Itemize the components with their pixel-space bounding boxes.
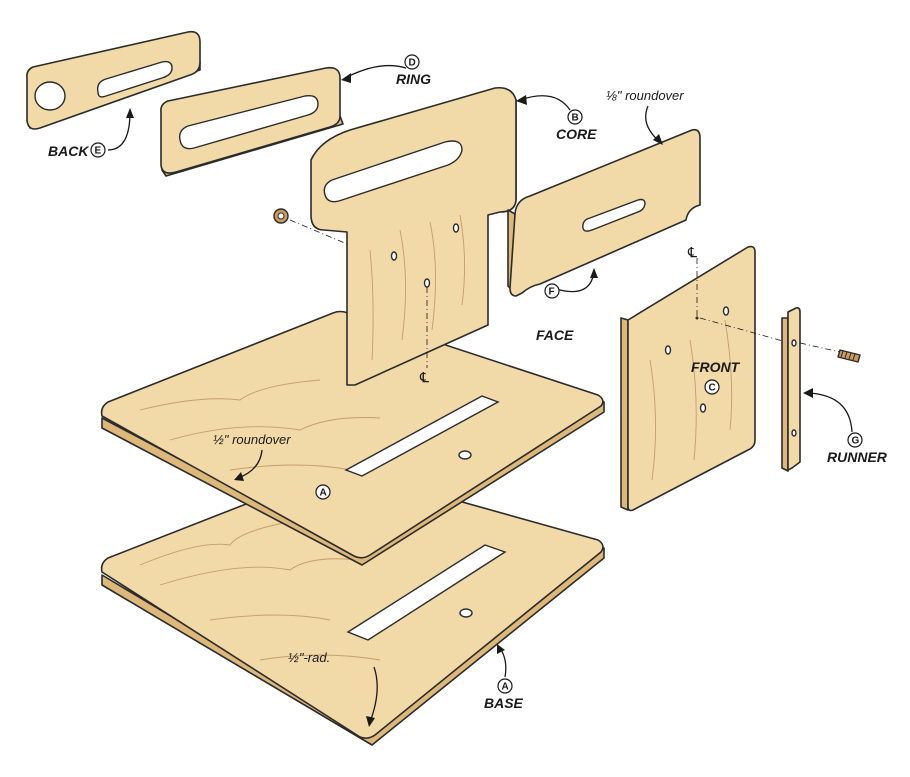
label-back: BACK E — [48, 108, 134, 159]
top-plate-letter: A — [320, 488, 327, 499]
back-label: BACK — [48, 143, 89, 159]
face-piece — [507, 128, 701, 297]
face-label: FACE — [536, 327, 574, 343]
label-face: F FACE — [536, 268, 598, 343]
label-front: FRONT C — [691, 359, 741, 395]
ring-letter: D — [409, 58, 416, 69]
base-letter: A — [502, 682, 509, 693]
runner-piece — [781, 307, 841, 472]
label-top-plate: A — [315, 484, 331, 500]
core-centerline-symbol: ℄ — [419, 369, 429, 385]
runner-label: RUNNER — [827, 449, 888, 465]
label-base-radius: ½"-rad. — [288, 650, 378, 727]
ring-label: RING — [396, 71, 431, 87]
back-letter: E — [95, 146, 102, 157]
base-plate — [100, 467, 605, 746]
base-label: BASE — [484, 695, 524, 711]
front-centerline-symbol: ℄ — [687, 244, 697, 260]
core-piece: ℄ — [310, 86, 517, 386]
ring-piece — [160, 66, 344, 177]
top-plate — [100, 310, 605, 566]
label-plate-roundover: ½" roundover — [213, 432, 291, 481]
base-radius-note: ½"-rad. — [288, 650, 330, 665]
runner-letter: G — [852, 436, 860, 447]
label-core: B CORE — [516, 95, 597, 142]
back-piece — [26, 30, 201, 130]
core-letter: B — [572, 113, 579, 124]
label-runner: G RUNNER — [803, 388, 888, 465]
knob-hardware — [273, 208, 348, 245]
front-letter: C — [709, 383, 716, 394]
face-roundover-note: ⅛" roundover — [606, 88, 684, 103]
plate-roundover-note: ½" roundover — [213, 432, 291, 447]
front-piece: ℄ — [620, 244, 791, 512]
label-base: A BASE — [484, 644, 524, 711]
label-ring: D RING — [341, 54, 431, 87]
screw-hardware — [837, 349, 861, 363]
front-label: FRONT — [691, 359, 741, 375]
face-letter: F — [549, 287, 555, 298]
label-face-roundover: ⅛" roundover — [606, 88, 684, 145]
core-label: CORE — [556, 126, 597, 142]
